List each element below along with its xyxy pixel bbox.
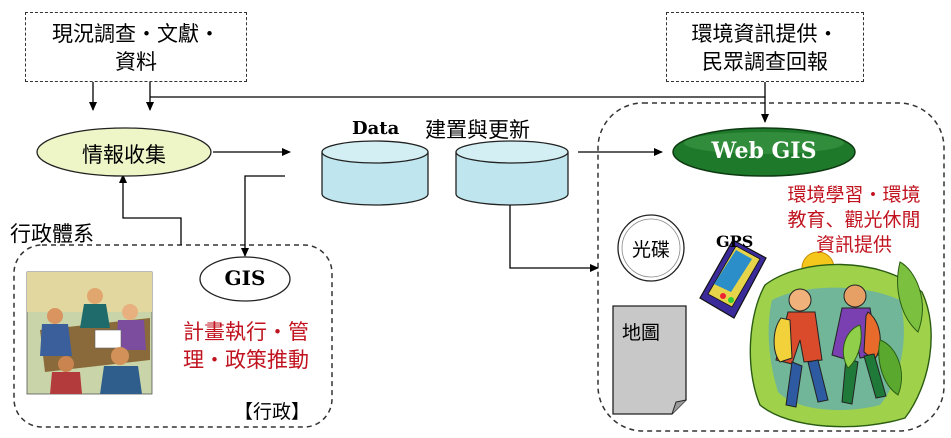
admin-system-label: 行政體系	[10, 222, 94, 246]
intel-collection-label: 情報收集	[82, 143, 166, 167]
data-label: Data	[352, 118, 400, 139]
data-caption: 建置與更新	[425, 118, 530, 142]
database-cylinder-1	[321, 140, 429, 206]
source-box-env-info	[666, 12, 864, 82]
webgis-label: Web GIS	[711, 138, 817, 164]
webgis-ellipse	[672, 127, 856, 177]
cd-icon	[617, 214, 685, 282]
hikers-clipart-icon	[749, 263, 932, 428]
public-services-line1: 環境學習・環境	[787, 184, 921, 206]
gps-device-icon	[699, 239, 767, 319]
admin-region	[13, 244, 333, 428]
source-box-env-info-line2: 民眾調查回報	[702, 50, 828, 74]
map-label: 地圖	[622, 322, 661, 344]
map-document-icon	[612, 305, 687, 415]
admin-tasks-line2: 理・政策推動	[183, 348, 309, 372]
source-box-survey	[25, 12, 247, 82]
cd-label: 光碟	[631, 239, 670, 261]
arrow-admin-to-intel	[119, 174, 182, 245]
gis-label: GIS	[224, 266, 266, 290]
admin-tag: 【行政】	[234, 401, 311, 423]
database-cylinder-2	[455, 140, 569, 206]
webgis-highlight	[684, 132, 844, 154]
source-box-survey-line2: 資料	[115, 50, 157, 74]
gis-ellipse	[199, 256, 291, 302]
gps-label: GPS	[716, 232, 754, 251]
arrow-data-to-gis	[241, 175, 285, 257]
public-services-line2: 教育、觀光休閒	[787, 209, 921, 231]
public-services-line3: 資訊提供	[815, 234, 892, 256]
arrow-data-to-public	[509, 200, 599, 272]
meeting-clipart-icon	[26, 271, 153, 395]
source-box-env-info-line1: 環境資訊提供・	[691, 22, 839, 46]
intel-ellipse	[36, 127, 212, 177]
leaf-icon	[842, 261, 923, 396]
source-box-survey-line1: 現況調查・文獻・	[52, 22, 220, 46]
admin-tasks-line1: 計畫執行・管	[183, 320, 309, 344]
